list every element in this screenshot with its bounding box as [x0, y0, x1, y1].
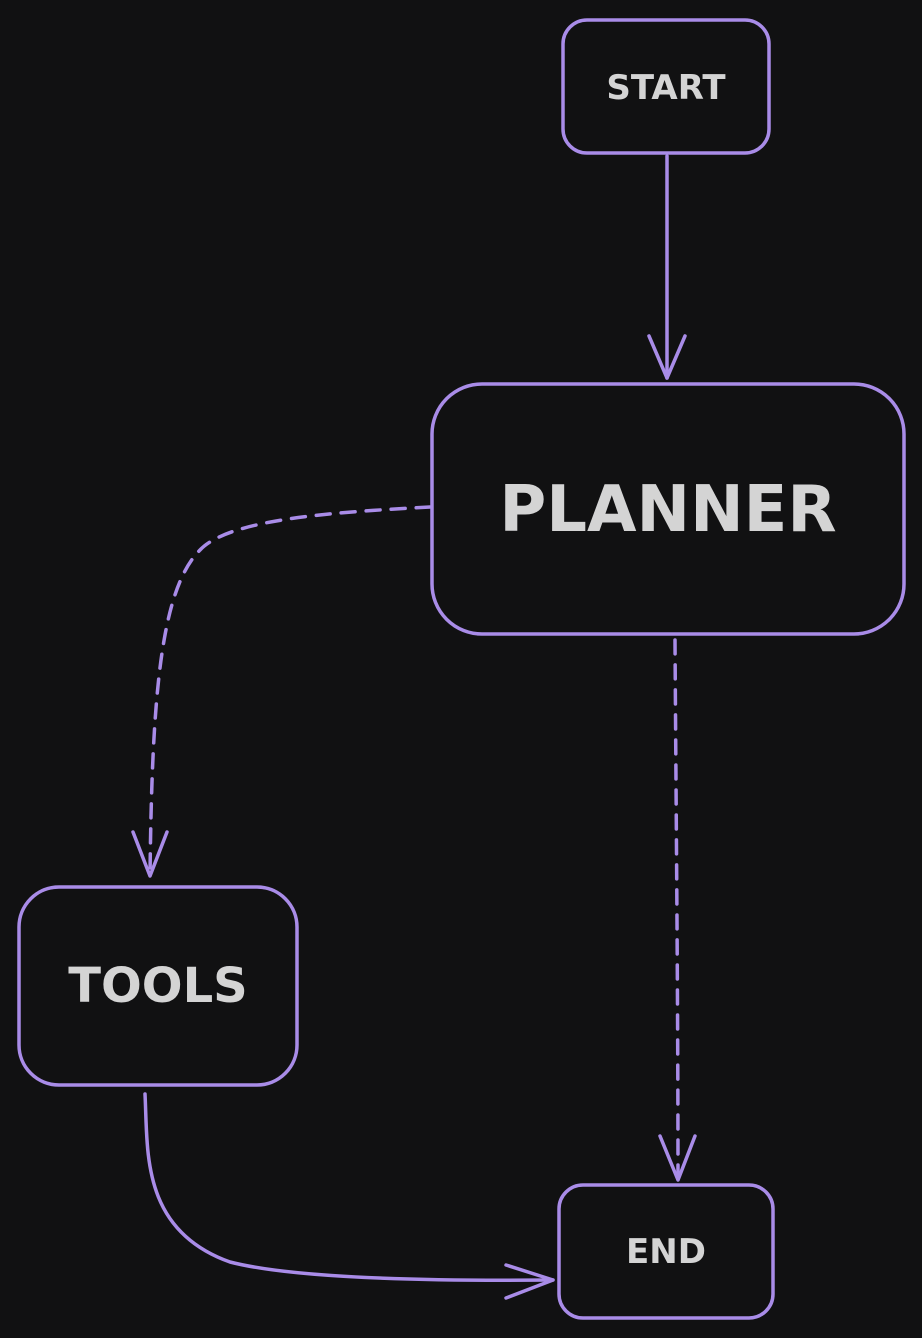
node-planner[interactable]: PLANNER [430, 382, 906, 636]
edge-planner-to-end [673, 638, 680, 1182]
node-end-box [557, 1183, 775, 1320]
node-planner-box [430, 382, 906, 636]
arrowhead-planner-to-tools [131, 830, 169, 878]
node-end-label: END [626, 1232, 706, 1272]
arrowhead-start-to-planner [647, 334, 687, 380]
arrowhead-tools-to-end [504, 1263, 555, 1300]
node-start-box [561, 18, 771, 155]
edge-planner-to-tools [148, 505, 432, 878]
node-end[interactable]: END [557, 1183, 775, 1320]
node-planner-label: PLANNER [499, 473, 836, 547]
node-tools[interactable]: TOOLS [17, 885, 299, 1087]
node-start[interactable]: START [561, 18, 771, 155]
arrowhead-planner-to-end [658, 1134, 697, 1182]
node-start-label: START [606, 68, 726, 108]
edge-tools-to-end [143, 1092, 555, 1283]
node-tools-box [17, 885, 299, 1087]
node-tools-label: TOOLS [68, 958, 248, 1014]
edges [131, 154, 697, 1300]
